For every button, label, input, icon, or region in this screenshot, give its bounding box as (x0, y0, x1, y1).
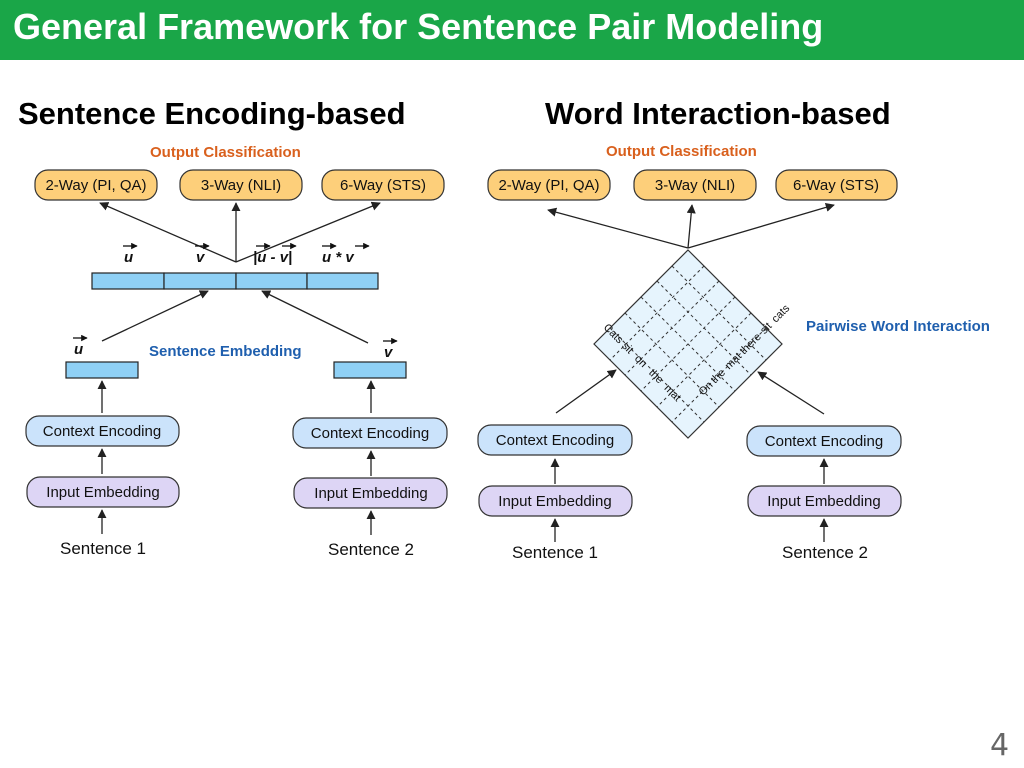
left-arrow-v-to-concat (261, 290, 369, 344)
left-input-label-2: Input Embedding (314, 485, 427, 502)
right-output-box-2way (487, 169, 611, 201)
left-u-label: u (74, 341, 83, 358)
left-output-box-3way (179, 169, 303, 201)
right-heading: Word Interaction-based (545, 96, 891, 131)
pairwise-interaction-grid (593, 249, 783, 439)
grid-border (593, 249, 783, 439)
right-input-box-2 (747, 485, 902, 517)
concat-segment-product (306, 272, 379, 290)
left-output-3way-label: 3-Way (NLI) (201, 177, 281, 194)
left-context-box-1 (25, 415, 180, 447)
left-input-box-1 (26, 476, 180, 508)
right-output-6way-label: 6-Way (STS) (793, 177, 879, 194)
sentence-embedding-u (65, 361, 139, 379)
right-output-box-3way (633, 169, 757, 201)
concat-segment-v (163, 272, 237, 290)
word-right-5: cats (769, 302, 792, 325)
right-output-3way-label: 3-Way (NLI) (655, 177, 735, 194)
right-output-2way-label: 2-Way (PI, QA) (498, 177, 599, 194)
left-vec-label-u: u (124, 249, 133, 266)
left-output-label: Output Classification (150, 144, 301, 161)
right-sentence2: Sentence 2 (782, 543, 868, 562)
left-sentence1: Sentence 1 (60, 539, 146, 558)
right-context-label-1: Context Encoding (496, 432, 614, 449)
left-output-box-2way (34, 169, 158, 201)
title-bar: General Framework for Sentence Pair Mode… (0, 0, 1024, 60)
left-embedding-label: Sentence Embedding (149, 343, 302, 360)
left-heading: Sentence Encoding-based (18, 96, 406, 131)
interaction-label: Pairwise Word Interaction (806, 318, 990, 335)
right-context-box-1 (477, 424, 633, 456)
concat-segment-abs-diff (235, 272, 308, 290)
sentence-embedding-v (333, 361, 407, 379)
left-vec-label-product: u * v (322, 249, 355, 266)
right-arrow-context1-to-grid (555, 369, 617, 414)
left-context-label-1: Context Encoding (43, 423, 161, 440)
concat-segment-u (91, 272, 165, 290)
left-vec-label-v: v (196, 249, 206, 266)
left-output-box-6way (321, 169, 445, 201)
left-arrow-u-to-concat (101, 290, 209, 342)
left-output-6way-label: 6-Way (STS) (340, 177, 426, 194)
right-arrow-to-3way (686, 204, 696, 249)
left-arrow-to-6way (235, 201, 381, 263)
left-sentence2: Sentence 2 (328, 540, 414, 559)
left-input-box-2 (293, 477, 448, 509)
left-output-2way-label: 2-Way (PI, QA) (45, 177, 146, 194)
right-input-label-1: Input Embedding (498, 493, 611, 510)
left-v-label: v (384, 344, 394, 361)
right-context-box-2 (746, 425, 902, 457)
left-vec-label-abs-diff: |u - v| (253, 249, 292, 266)
right-arrow-context2-to-grid (757, 371, 825, 415)
left-arrow-to-2way (99, 202, 237, 263)
right-input-box-1 (478, 485, 633, 517)
left-input-label-1: Input Embedding (46, 484, 159, 501)
page-title: General Framework for Sentence Pair Mode… (13, 6, 824, 47)
grid-lines (609, 265, 767, 423)
right-sentence1: Sentence 1 (512, 543, 598, 562)
left-context-label-2: Context Encoding (311, 425, 429, 442)
left-context-box-2 (292, 417, 448, 449)
right-output-label: Output Classification (606, 143, 757, 160)
right-input-label-2: Input Embedding (767, 493, 880, 510)
right-output-box-6way (775, 169, 898, 201)
right-arrow-to-6way (687, 202, 835, 249)
right-arrow-to-2way (547, 207, 689, 249)
right-context-label-2: Context Encoding (765, 433, 883, 450)
page-number: 4 (990, 728, 1010, 763)
